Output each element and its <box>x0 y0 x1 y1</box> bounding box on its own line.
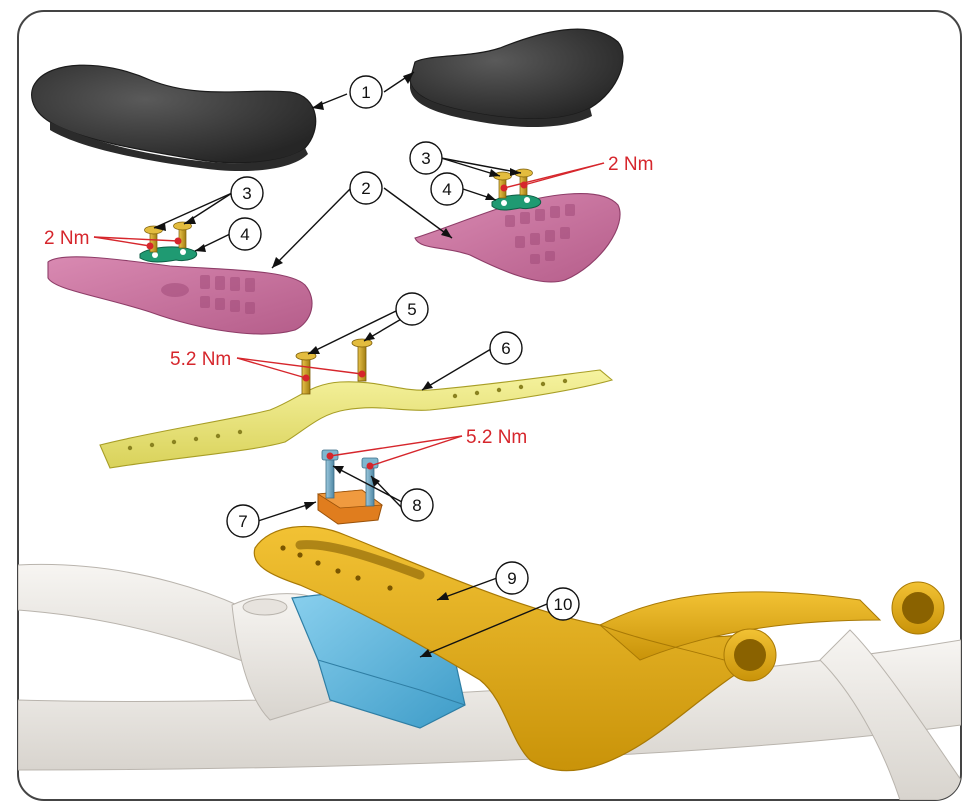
svg-text:8: 8 <box>412 496 421 515</box>
svg-text:9: 9 <box>507 569 516 588</box>
svg-text:4: 4 <box>240 225 249 244</box>
callout-2: 2 <box>349 171 383 205</box>
armrest-bracket-part-6 <box>99 369 614 469</box>
foam-pad-right-part-1 <box>409 28 624 127</box>
washer-right-part-4 <box>491 194 542 211</box>
foam-pad-left-part-1 <box>31 64 317 172</box>
svg-text:10: 10 <box>554 595 573 614</box>
callout-4-left: 4 <box>228 217 262 251</box>
svg-text:3: 3 <box>242 184 251 203</box>
svg-text:7: 7 <box>238 512 247 531</box>
svg-text:1: 1 <box>361 83 370 102</box>
callout-1: 1 <box>349 75 383 109</box>
callout-8: 8 <box>400 488 434 522</box>
callout-7: 7 <box>226 504 260 538</box>
torque-label-right-pad: 2 Nm <box>608 154 653 175</box>
callout-3-left: 3 <box>230 176 264 210</box>
callout-10: 10 <box>546 587 580 621</box>
torque-label-left-pad: 2 Nm <box>44 228 89 249</box>
armrest-cup-right-part-2 <box>414 193 621 283</box>
torque-dots <box>146 181 528 470</box>
arrowheads <box>154 72 521 657</box>
torque-label-bracket-bolts: 5.2 Nm <box>170 349 231 370</box>
svg-text:2: 2 <box>361 179 370 198</box>
callout-3-right: 3 <box>409 141 443 175</box>
extension-base-part-9 <box>253 525 945 772</box>
svg-text:3: 3 <box>421 149 430 168</box>
svg-text:4: 4 <box>442 180 451 199</box>
callout-5: 5 <box>395 292 429 326</box>
callout-6: 6 <box>489 331 523 365</box>
callout-4-right: 4 <box>430 172 464 206</box>
svg-text:6: 6 <box>501 339 510 358</box>
torque-label-clamp-bolts: 5.2 Nm <box>466 427 527 448</box>
callout-9: 9 <box>495 561 529 595</box>
armrest-cup-left-part-2 <box>47 256 313 335</box>
torque-leader-lines <box>93 162 605 467</box>
svg-text:5: 5 <box>407 300 416 319</box>
